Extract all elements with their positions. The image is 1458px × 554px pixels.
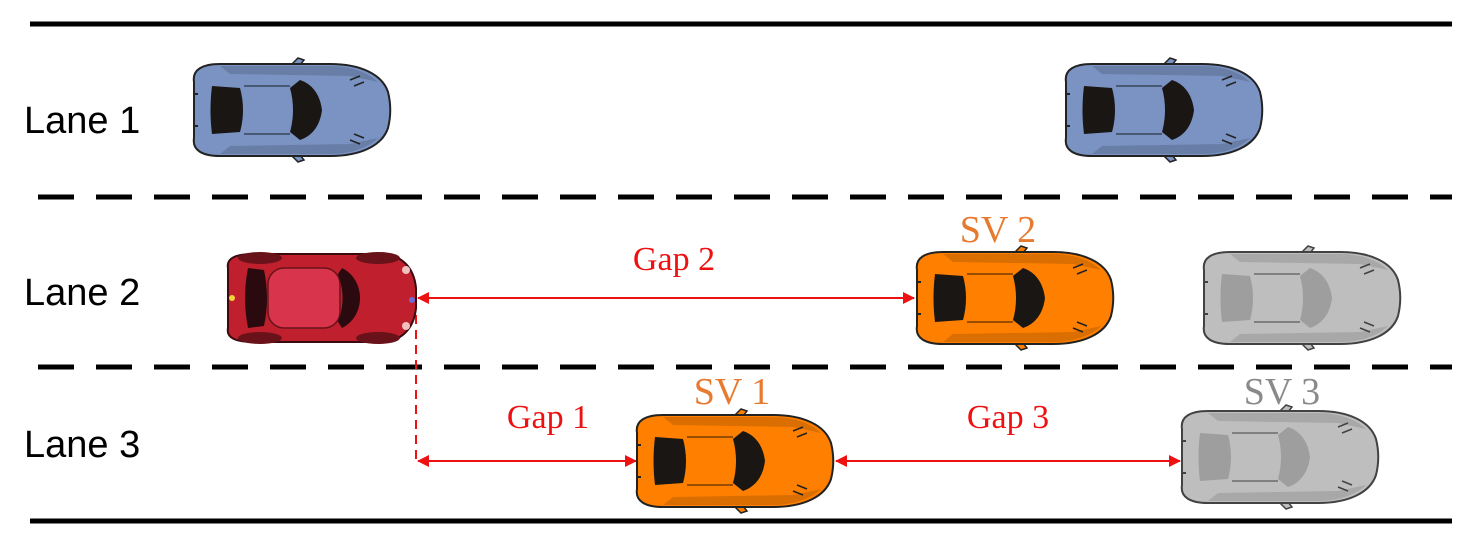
vehicles-layer	[192, 57, 1402, 514]
ghost-vehicle-lane-2	[1202, 245, 1402, 351]
gap-1-label: Gap 1	[507, 399, 589, 436]
sv-3-vehicle	[1180, 404, 1380, 510]
sv-2-label: SV 2	[960, 209, 1036, 251]
lane-1-car-left	[192, 57, 392, 163]
gap-2-label: Gap 2	[633, 241, 715, 278]
ego-vehicle	[226, 252, 417, 344]
sv-2-vehicle	[915, 245, 1115, 351]
lane-3-label: Lane 3	[24, 424, 140, 466]
sv-1-label: SV 1	[694, 371, 770, 413]
gap-3-label: Gap 3	[967, 399, 1049, 436]
sv-1-vehicle	[635, 408, 835, 514]
sv-3-label: SV 3	[1244, 371, 1320, 413]
lane-2-label: Lane 2	[24, 272, 140, 314]
lane-1-label: Lane 1	[24, 100, 140, 142]
lane-1-car-right	[1064, 57, 1264, 163]
